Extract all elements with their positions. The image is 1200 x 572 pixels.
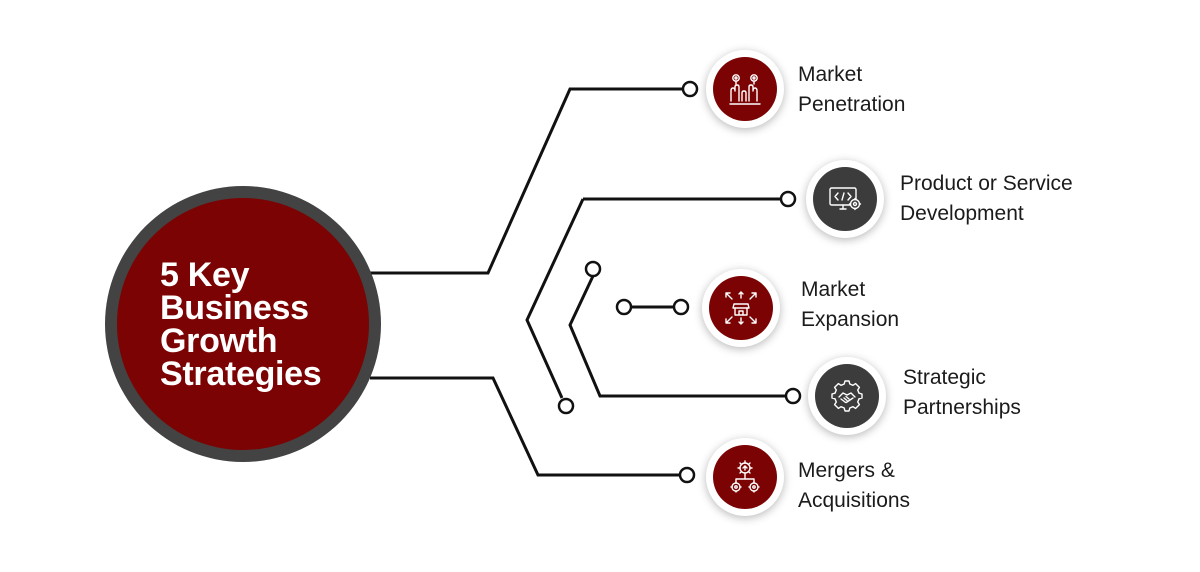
hub-title-line: Strategies — [160, 355, 322, 393]
connector-end-dot — [779, 190, 797, 208]
connector-market-expansion — [568, 275, 785, 398]
merge-gears-icon — [730, 460, 760, 493]
connector-end-dot — [672, 298, 690, 316]
strategy-label-line: Product or Service — [900, 172, 1073, 195]
hub-circle — [117, 198, 369, 450]
strategy-label-line: Strategic — [903, 366, 986, 389]
strategy-node-market-penetration — [706, 50, 784, 128]
connector-end-dot — [557, 397, 575, 415]
hub-title-line: Business — [160, 289, 309, 327]
strategy-disc — [813, 167, 877, 231]
connector-mergers-acquisitions — [370, 376, 680, 477]
connector-market-penetration — [370, 87, 683, 275]
strategy-disc — [709, 276, 773, 340]
strategy-node-market-expansion — [702, 269, 780, 347]
strategy-disc — [713, 57, 777, 121]
store-expand-icon — [725, 291, 757, 325]
strategy-node-mergers-acquisitions — [706, 438, 784, 516]
connector-end-dot — [615, 298, 633, 316]
strategy-label-line: Mergers & — [798, 459, 895, 482]
strategy-node-product-development — [806, 160, 884, 238]
connector-end-dot — [681, 80, 699, 98]
strategy-node-strategic-partnerships — [808, 357, 886, 435]
hands-target-icon — [729, 74, 761, 105]
strategy-label-line: Acquisitions — [798, 489, 911, 512]
hub-title-line: Growth — [160, 322, 278, 360]
hub-title-line: 5 Key — [160, 256, 250, 294]
connector-end-dot — [678, 466, 696, 484]
strategy-label-line: Expansion — [801, 308, 900, 331]
connector-product-development — [525, 197, 780, 399]
connector-end-dot — [784, 387, 802, 405]
handshake-gear-icon — [831, 380, 863, 412]
strategy-label-line: Market — [801, 278, 866, 301]
strategy-label-line: Penetration — [798, 93, 906, 116]
strategy-label-mergers-acquisitions: Mergers & Acquisitions — [798, 456, 910, 516]
strategy-label-market-penetration: Market Penetration — [798, 60, 905, 120]
connector-end-dot — [584, 260, 602, 278]
strategy-disc — [713, 445, 777, 509]
strategy-label-strategic-partnerships: Strategic Partnerships — [903, 363, 1021, 423]
strategy-label-market-expansion: Market Expansion — [801, 275, 899, 335]
hub-title: 5 Key Business Growth Strategies — [160, 256, 322, 393]
strategy-label-line: Partnerships — [903, 396, 1021, 419]
strategy-disc — [815, 364, 879, 428]
strategy-label-product-development: Product or Service Development — [900, 169, 1073, 229]
strategy-label-line: Development — [900, 202, 1024, 225]
strategy-label-line: Market — [798, 63, 863, 86]
monitor-code-gear-icon — [829, 187, 862, 211]
